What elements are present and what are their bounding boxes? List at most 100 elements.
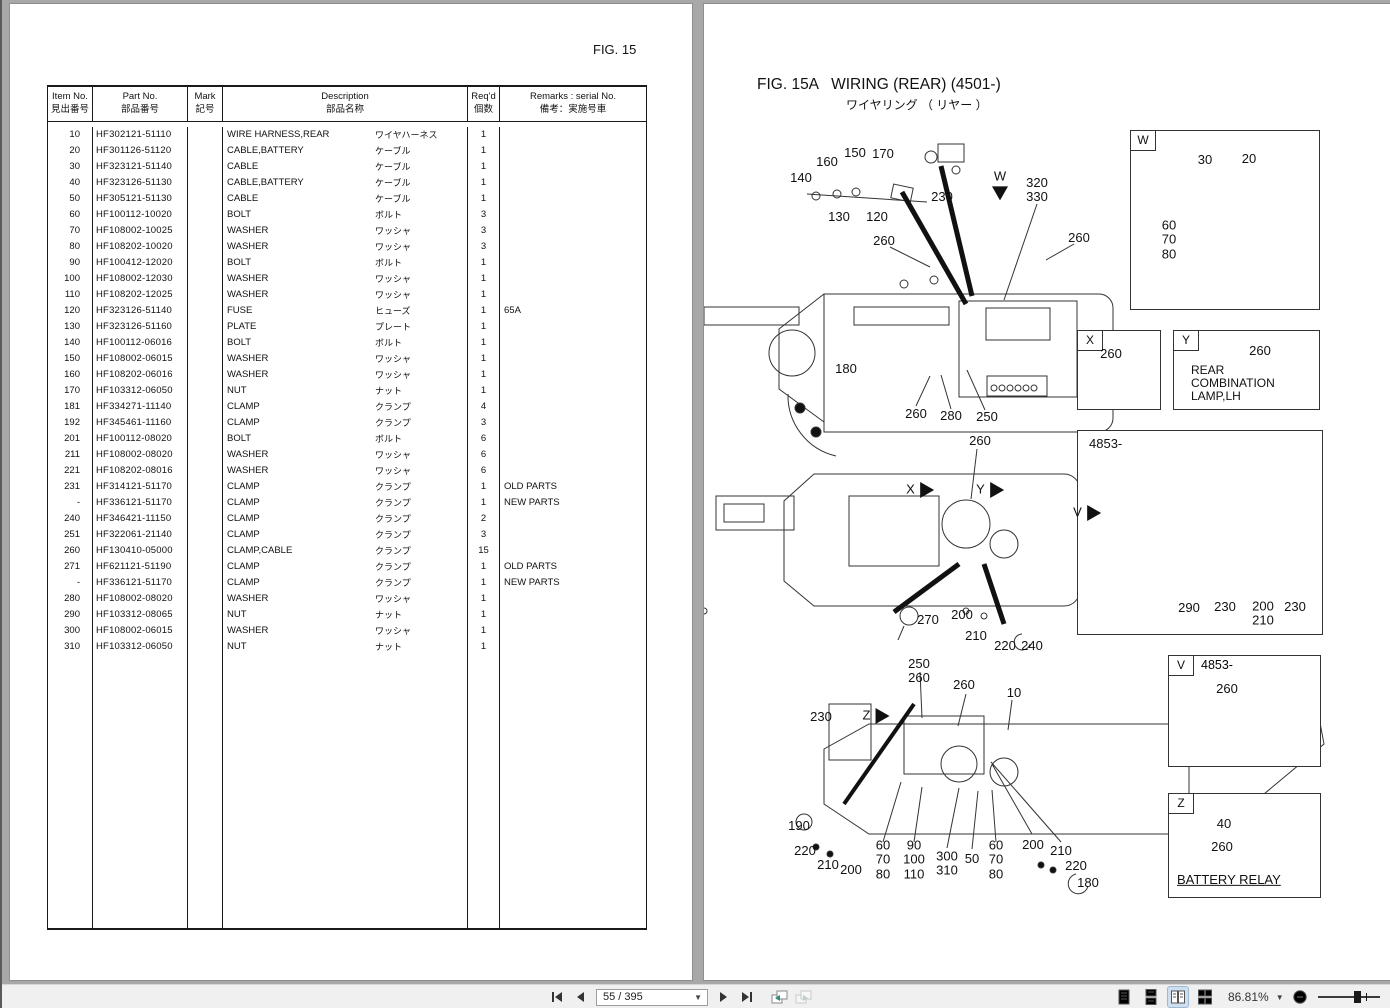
diagram-callout: 260 (1249, 342, 1271, 358)
diagram-callout: W (992, 169, 1008, 201)
diagram-callout: 250 (976, 408, 998, 424)
diagram-callout: 300 310 (936, 848, 958, 878)
previous-view-button[interactable] (770, 988, 788, 1006)
diagram-callout: REAR COMBINATION LAMP,LH (1191, 363, 1275, 404)
two-page-continuous-view-button[interactable] (1195, 987, 1215, 1007)
zoom-level-text[interactable]: 86.81% (1228, 990, 1269, 1004)
inset-tab-y: Y (1173, 330, 1199, 351)
diagram-callout: BATTERY RELAY (1177, 871, 1281, 887)
col-header-part-no: Part No.部品番号 (93, 87, 188, 121)
diagram-callout: 290 (1178, 599, 1200, 615)
diagram-callout: 250 (908, 655, 930, 671)
diagram-callout: 240 (1021, 637, 1043, 653)
diagram-callout: 210 (817, 856, 839, 872)
figure-title: FIG. 15A WIRING (REAR) (4501-) (757, 76, 1001, 93)
zoom-dropdown-caret-icon[interactable]: ▼ (1275, 992, 1284, 1002)
diagram-callout: 220 (794, 842, 816, 858)
diagram-callout: 180 (835, 360, 857, 376)
diagram-callout: 140 (790, 169, 812, 185)
next-view-button[interactable] (794, 988, 812, 1006)
zoom-slider[interactable] (1317, 991, 1380, 1003)
diagram-callout: 280 (940, 407, 962, 423)
last-page-button[interactable] (738, 988, 756, 1006)
diagram-callout: 220 (994, 637, 1016, 653)
diagram-callout: 230 (931, 188, 953, 204)
diagram-callout: 230 (1214, 598, 1236, 614)
diagram-callout: 260 (1100, 345, 1122, 361)
diagram-callout: 200 (840, 861, 862, 877)
diagram-callout: 260 (908, 669, 930, 685)
diagram-callout: 150 (844, 144, 866, 160)
diagram-callout: V (1073, 505, 1101, 521)
view-direction-arrow-icon (875, 708, 890, 724)
previous-page-button[interactable] (572, 988, 590, 1006)
diagram-callout: 260 (953, 676, 975, 692)
diagram-callout: Y (976, 482, 1004, 498)
view-direction-arrow-icon (989, 482, 1004, 498)
diagram-callout: 170 (872, 145, 894, 161)
document-page-right: FIG. 15A WIRING (REAR) (4501-) ワイヤリング （ … (704, 4, 1390, 980)
zoom-out-button[interactable] (1291, 988, 1309, 1006)
diagram-callout: 200 210 (1252, 598, 1274, 628)
diagram-callout: 120 (866, 208, 888, 224)
single-page-view-button[interactable] (1114, 987, 1134, 1007)
diagram-callout: 260 (1068, 229, 1090, 245)
diagram-callout: Z (863, 708, 890, 724)
diagram-callout: 4853- (1089, 435, 1123, 451)
col-header-remarks: Remarks : serial No.備考：実施号車 (529, 91, 617, 115)
diagram-callout: 260 (1211, 838, 1233, 854)
two-page-view-button[interactable] (1167, 986, 1189, 1008)
diagram-callout: 260 (873, 232, 895, 248)
diagram-callout: 30 (1197, 151, 1213, 167)
diagram-callout: 50 (964, 850, 980, 866)
diagram-callout: 230 (1284, 598, 1306, 614)
diagram-callout: 210 (1050, 842, 1072, 858)
first-page-button[interactable] (548, 988, 566, 1006)
zoom-slider-handle[interactable] (1353, 991, 1361, 1003)
diagram-callout: 200 (951, 606, 973, 622)
diagram-callout: 180 (1077, 874, 1099, 890)
table-filler (48, 655, 646, 928)
zoom-slider-track[interactable] (1317, 996, 1380, 998)
next-page-button[interactable] (714, 988, 732, 1006)
page-dropdown-caret-icon[interactable]: ▼ (694, 992, 702, 1002)
viewer-toolbar: 55 / 395 ▼ (2, 984, 1390, 1008)
inset-tab-x: X (1077, 330, 1103, 351)
page-number-input[interactable]: 55 / 395 ▼ (596, 988, 708, 1006)
inset-box-y: Y (1173, 330, 1320, 410)
figure-subtitle: ワイヤリング （ リヤー ） (846, 98, 988, 112)
diagram-callout: 220 (1065, 857, 1087, 873)
continuous-view-button[interactable] (1141, 987, 1161, 1007)
inset-v-serial: 4853- (1201, 658, 1233, 672)
diagram-callout: 130 (828, 208, 850, 224)
diagram-callout: 230 (810, 708, 832, 724)
diagram-callout: 260 (905, 405, 927, 421)
inset-box-z: Z (1168, 793, 1321, 898)
